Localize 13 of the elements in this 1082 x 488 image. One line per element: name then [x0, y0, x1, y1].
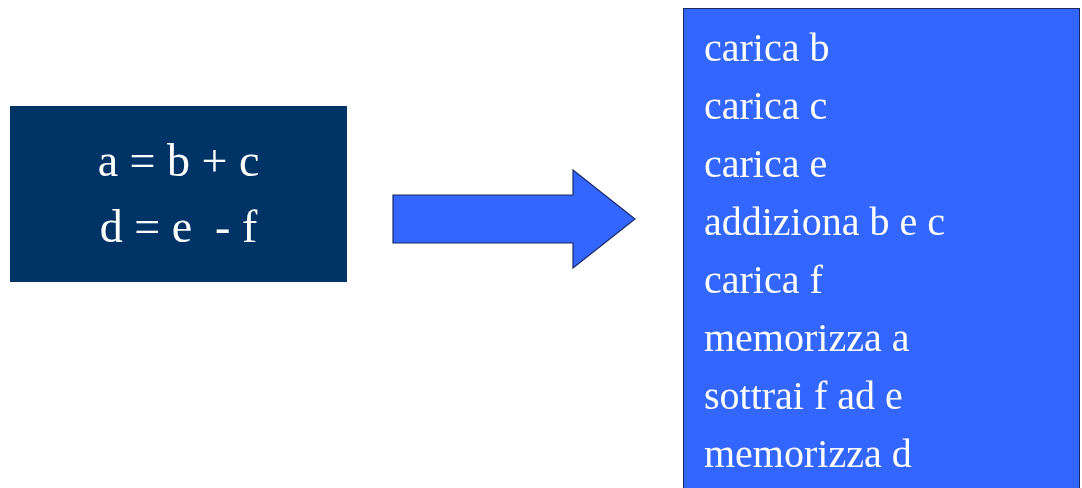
instruction: carica b [704, 24, 831, 72]
formula-box [10, 106, 347, 282]
instruction: addiziona b e c [704, 198, 946, 246]
instruction: carica f [704, 256, 824, 304]
equation: a = b + c [97, 134, 260, 188]
equation: d = e - f [99, 200, 258, 254]
instruction-box [683, 8, 1080, 488]
instruction: memorizza a [704, 314, 911, 362]
instruction: carica e [704, 140, 829, 188]
instruction: sottrai f ad e [704, 372, 904, 420]
block-arrow [392, 168, 636, 270]
instruction: memorizza d [704, 430, 913, 478]
instruction: carica c [704, 82, 829, 130]
